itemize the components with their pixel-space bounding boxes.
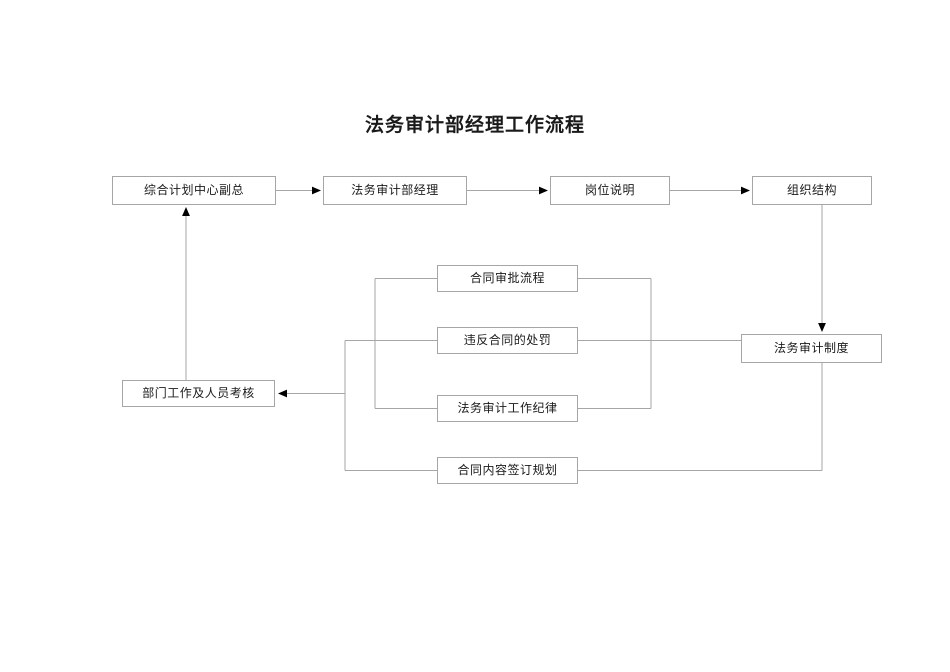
node-legal-audit-work-discipline[interactable]: 法务审计工作纪律 [437,395,578,422]
node-job-description[interactable]: 岗位说明 [550,176,670,205]
node-contract-approval-process[interactable]: 合同审批流程 [437,265,578,292]
node-contract-content-signing-plan[interactable]: 合同内容签订规划 [437,457,578,484]
node-legal-audit-system[interactable]: 法务审计制度 [741,334,882,363]
node-organizational-structure[interactable]: 组织结构 [752,176,872,205]
node-comprehensive-planning-center-vp[interactable]: 综合计划中心副总 [112,176,276,205]
node-department-work-and-staff-assessment[interactable]: 部门工作及人员考核 [122,380,275,407]
node-contract-violation-penalty[interactable]: 违反合同的处罚 [437,327,578,354]
page-title: 法务审计部经理工作流程 [364,115,585,136]
node-legal-audit-dept-manager[interactable]: 法务审计部经理 [323,176,467,205]
